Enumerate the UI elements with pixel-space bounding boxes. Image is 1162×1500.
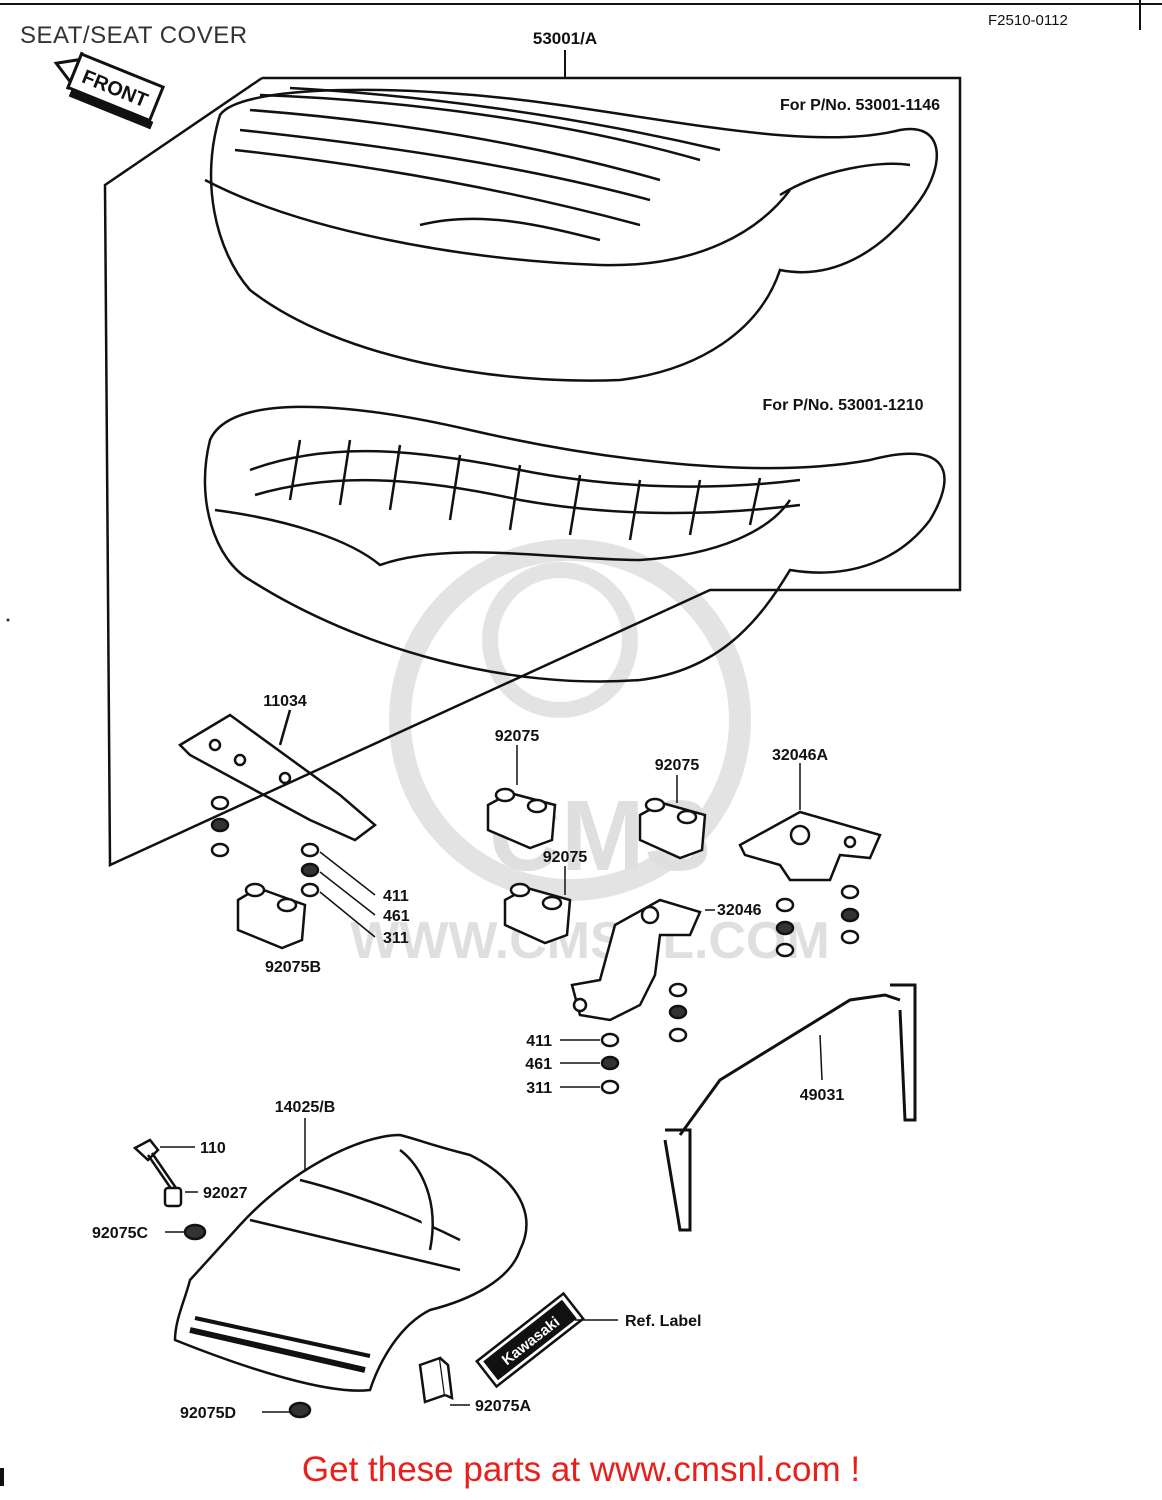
ref-label: Ref. Label [625,1313,701,1330]
washer-stack-left [210,795,230,858]
front-arrow-icon: FRONT [53,51,166,130]
damper-92075D [288,1401,312,1419]
part-32046A: 32046A [772,747,828,764]
get-parts-cta[interactable]: Get these parts at www.cmsnl.com ! [301,1450,861,1489]
washer-stack-right-2 [775,897,795,958]
part-311-lower: 311 [526,1080,552,1097]
seat-1210 [203,405,946,683]
diagram-code: F2510-0112 [988,12,1068,29]
washer-stack-right-1 [840,884,860,945]
washer-stack-lower-right [668,982,688,1043]
emblem-label: Kawasaki [475,1291,585,1389]
washer-stack-center [300,842,320,898]
rod-49031 [663,983,917,1232]
part-32046: 32046 [717,902,762,919]
page-title: SEAT/SEAT COVER [20,22,248,49]
part-92075-b: 92075 [655,757,700,774]
part-49031: 49031 [800,1087,845,1104]
seat-1146 [204,86,939,382]
bracket-32046 [570,898,702,1022]
part-92075D: 92075D [180,1405,236,1422]
part-14025B: 14025/B [275,1099,336,1116]
part-92075-a: 92075 [495,728,540,745]
variant-1210: For P/No. 53001-1210 [763,397,924,414]
washer-stack-lower [600,1032,620,1095]
part-411-upper: 411 [383,888,409,905]
part-411-lower: 411 [526,1033,552,1050]
part-92075B: 92075B [265,959,321,976]
damper-92075-b [638,797,707,860]
part-461-upper: 461 [383,908,410,925]
variant-1146: For P/No. 53001-1146 [780,97,940,114]
part-92027: 92027 [203,1185,248,1202]
part-11034: 11034 [263,693,307,710]
damper-92075-a [486,787,557,850]
part-92075C: 92075C [92,1225,148,1242]
seat-cowl-14025B [173,1133,528,1392]
damper-92075B [236,882,307,950]
bolt-110 [132,1138,178,1191]
damper-92075-c [503,882,572,945]
bracket-11034 [177,709,377,842]
bracket-32046A [738,810,882,882]
part-461-lower: 461 [525,1056,552,1073]
damper-92075A [418,1356,454,1404]
part-311-upper: 311 [383,930,409,947]
part-92075-c: 92075 [543,849,588,866]
part-53001: 53001/A [533,29,597,48]
watermark-url: WWW.CMSNL.COM [350,912,829,970]
damper-92075C [183,1223,207,1241]
collar-92027 [163,1186,183,1208]
part-92075A: 92075A [475,1398,531,1415]
assembly-frame [103,76,962,867]
part-110: 110 [200,1140,226,1157]
